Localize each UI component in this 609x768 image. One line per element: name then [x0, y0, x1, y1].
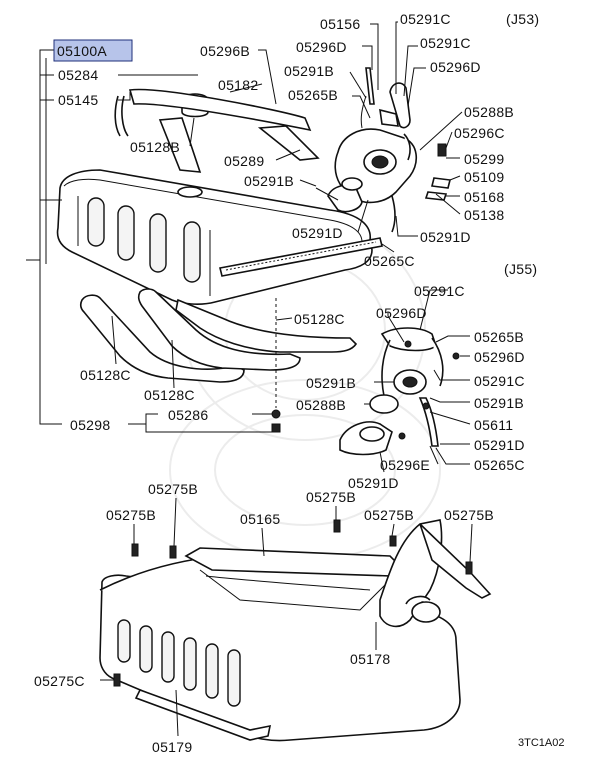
label-05291b-b[interactable]: 05291B	[284, 63, 334, 79]
label-05165[interactable]: 05165	[240, 511, 280, 527]
label-variant-j53: (J53)	[506, 11, 539, 27]
label-05291b-a[interactable]: 05291B	[244, 173, 294, 189]
label-05128c-b[interactable]: 05128C	[80, 367, 131, 383]
label-05168[interactable]: 05168	[464, 189, 504, 205]
label-05275b-e[interactable]: 05275B	[444, 507, 494, 523]
filler-assembly-j53	[315, 67, 417, 233]
leader-lines	[26, 21, 473, 737]
label-05296d-a[interactable]: 05296D	[296, 39, 347, 55]
label-05296c[interactable]: 05296C	[454, 125, 505, 141]
label-05275b-a[interactable]: 05275B	[148, 481, 198, 497]
tank-protector-05182	[114, 88, 320, 173]
label-05296d-b[interactable]: 05296D	[430, 59, 481, 75]
label-05178[interactable]: 05178	[350, 651, 390, 667]
label-05291d-d[interactable]: 05291D	[348, 475, 399, 491]
label-05291b-d[interactable]: 05291B	[474, 395, 524, 411]
label-05109[interactable]: 05109	[464, 169, 504, 185]
label-05291d-c[interactable]: 05291D	[474, 437, 525, 453]
tank-straps-05128c	[79, 288, 358, 383]
label-05296e[interactable]: 05296E	[380, 457, 430, 473]
label-05298[interactable]: 05298	[70, 417, 110, 433]
label-05138[interactable]: 05138	[464, 207, 504, 223]
label-05291c-b[interactable]: 05291C	[420, 35, 471, 51]
label-05145[interactable]: 05145	[58, 92, 98, 108]
label-05156[interactable]: 05156	[320, 16, 360, 32]
label-05100a[interactable]: 05100A	[57, 43, 107, 59]
label-05291c-c[interactable]: 05291C	[414, 283, 465, 299]
label-05128c-c[interactable]: 05128C	[144, 387, 195, 403]
label-05128c-a[interactable]: 05128C	[294, 311, 345, 327]
label-05296d-d[interactable]: 05296D	[474, 349, 525, 365]
label-05265b-a[interactable]: 05265B	[288, 87, 338, 103]
label-05296b[interactable]: 05296B	[200, 43, 250, 59]
label-05611[interactable]: 05611	[474, 417, 513, 433]
label-05291c-a[interactable]: 05291C	[400, 11, 451, 27]
label-05182[interactable]: 05182	[218, 77, 258, 93]
skid-plate	[99, 519, 492, 742]
label-05288b-a[interactable]: 05288B	[464, 104, 514, 120]
label-05291b-c[interactable]: 05291B	[306, 375, 356, 391]
label-05284[interactable]: 05284	[58, 67, 98, 83]
filler-assembly-j55	[339, 327, 460, 456]
label-05265c-a[interactable]: 05265C	[364, 253, 415, 269]
label-05128b[interactable]: 05128B	[130, 139, 180, 155]
label-05275b-c[interactable]: 05275B	[106, 507, 156, 523]
label-05291d-b[interactable]: 05291D	[420, 229, 471, 245]
fuel-tank	[56, 93, 383, 305]
label-05291c-d[interactable]: 05291C	[474, 373, 525, 389]
label-05299[interactable]: 05299	[464, 151, 504, 167]
label-05275c[interactable]: 05275C	[34, 673, 85, 689]
label-05289[interactable]: 05289	[224, 153, 264, 169]
part-labels: 05100A 05284 05145 05296B 05182 05128B 0…	[34, 11, 564, 755]
label-05275b-b[interactable]: 05275B	[306, 489, 356, 505]
highlight-box-05100a	[53, 39, 133, 62]
label-05179[interactable]: 05179	[152, 739, 192, 755]
bolts-05275	[113, 519, 473, 687]
label-variant-j55: (J55)	[504, 261, 537, 277]
label-05291d-a[interactable]: 05291D	[292, 225, 343, 241]
label-05296d-c[interactable]: 05296D	[376, 305, 427, 321]
label-05265b-b[interactable]: 05265B	[474, 329, 524, 345]
drawing-code: 3TC1A02	[518, 737, 564, 749]
label-05288b-b[interactable]: 05288B	[296, 397, 346, 413]
label-05286[interactable]: 05286	[168, 407, 208, 423]
breather-bracket-j53	[424, 143, 451, 201]
label-05265c-b[interactable]: 05265C	[474, 457, 525, 473]
label-05275b-d[interactable]: 05275B	[364, 507, 414, 523]
